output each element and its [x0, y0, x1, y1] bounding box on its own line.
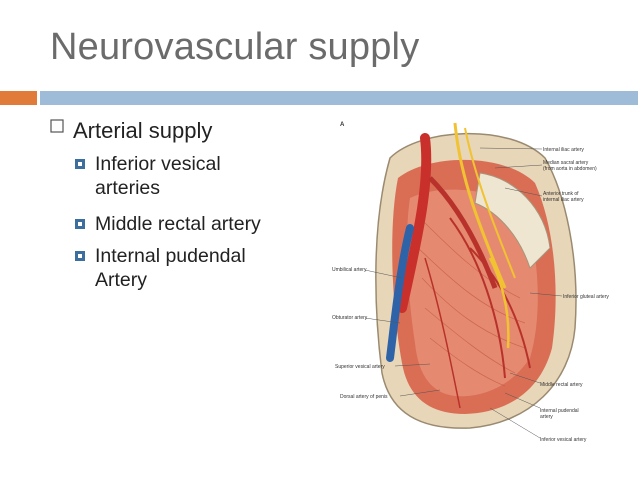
label-median-sacral-artery: Median sacral artery — [543, 160, 589, 166]
label-inferior-gluteal-artery: Inferior gluteal artery — [563, 294, 609, 300]
sub-item: Internal pudendal Artery — [75, 244, 285, 292]
panel-letter: A — [340, 122, 345, 128]
title-underline-bar — [40, 91, 638, 105]
label-internal-pudendal: Internal pudendal — [540, 408, 579, 414]
hollow-square-bullet-icon — [50, 119, 64, 133]
sub-item: Middle rectal artery — [75, 212, 305, 236]
label-inferior-vesical-artery: Inferior vesical artery — [540, 437, 587, 443]
label-median-sacral-note: (from aorta in abdomen) — [543, 166, 597, 172]
bullet-arterial-supply: Arterial supply — [73, 118, 213, 143]
square-bullet-icon — [75, 219, 85, 229]
square-bullet-icon — [75, 251, 85, 261]
label-anterior-trunk: Anterior trunk of — [543, 191, 579, 197]
label-internal-iliac-artery: Internal iliac artery — [543, 147, 584, 153]
label-superior-vesical-artery: Superior vesical artery — [335, 364, 385, 370]
label-anterior-trunk-2: internal iliac artery — [543, 197, 584, 203]
pelvic-arteries-illustration: A Internal iliac artery Median sacral ar… — [332, 122, 609, 443]
sub-item: Inferior vesical arteries — [75, 152, 265, 200]
label-umbilical-artery: Umbilical artery — [332, 267, 367, 273]
sub-item-text: Middle rectal artery — [95, 213, 261, 235]
sub-item-text: Inferior vesical arteries — [95, 153, 221, 199]
label-internal-pudendal-2: artery — [540, 414, 553, 420]
label-dorsal-artery-of-penis: Dorsal artery of penis — [340, 394, 388, 400]
slide-title: Neurovascular supply — [50, 26, 420, 68]
title-accent-bar — [0, 91, 37, 105]
label-middle-rectal-artery: Middle rectal artery — [540, 382, 583, 388]
sub-item-text: Internal pudendal Artery — [95, 245, 246, 291]
label-obturator-artery: Obturator artery — [332, 315, 368, 321]
square-bullet-icon — [75, 159, 85, 169]
